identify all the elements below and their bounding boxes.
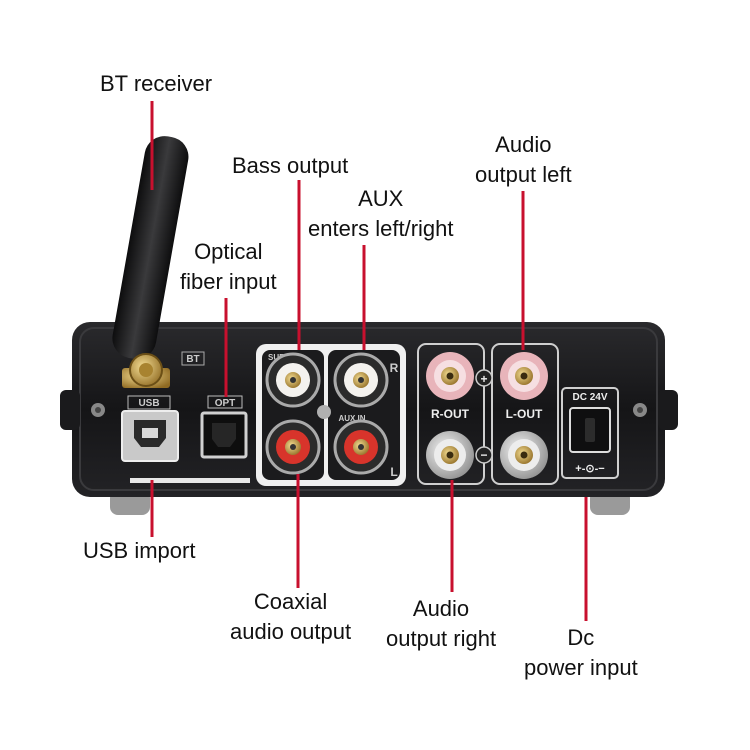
pointer-lines (150, 101, 588, 621)
label-audio-right-line2: output right (386, 626, 497, 651)
label-optical-line2: fiber input (180, 269, 277, 294)
label-audio-left-line2: output left (475, 162, 572, 187)
label-coaxial-output: Coaxial audio output (230, 587, 351, 647)
label-dc-line1: Dc (567, 625, 595, 650)
label-usb-import: USB import (83, 538, 196, 563)
polarity-panel-label: +-⊙-− (575, 463, 604, 475)
label-bt-receiver: BT receiver (100, 71, 213, 96)
rca-sub-white (265, 352, 321, 408)
speaker-terminal-l-minus (500, 431, 548, 479)
rca-aux-left-red (333, 419, 389, 475)
dc-power-jack: DC 24V +-⊙-− (561, 387, 619, 479)
label-audio-right-line1: Audio (412, 596, 470, 621)
label-audio-left-line1: Audio (495, 132, 552, 157)
aux-l-panel-label: L (390, 465, 397, 479)
speaker-terminal-r-minus (426, 431, 474, 479)
rca-aux-right-white (333, 352, 389, 408)
optical-port: OPT (200, 395, 248, 459)
svg-text:OPT: OPT (215, 398, 236, 409)
usb-port: USB (121, 395, 179, 462)
svg-text:USB: USB (138, 398, 159, 409)
plus-panel-label: + (480, 372, 487, 386)
bt-panel-label: BT (186, 354, 199, 365)
label-optical-input: Optical fiber input (180, 237, 277, 297)
bt-antenna (112, 136, 189, 388)
speaker-terminal-r-plus (426, 352, 474, 400)
rca-coax-red (265, 419, 321, 475)
label-dc-line2: power input (524, 655, 638, 680)
bt-panel-label-box (181, 351, 205, 366)
label-audio-output-left: Audio output left (475, 130, 572, 190)
label-aux-line2: enters left/right (308, 216, 454, 241)
label-bass-output: Bass output (232, 153, 349, 178)
sub-panel-label: SUB (268, 353, 285, 362)
label-dc-power-input: Dc power input (524, 623, 638, 683)
aux-in-panel-label: AUX IN (338, 414, 365, 423)
dc-panel-label: DC 24V (572, 392, 607, 403)
label-optical-line1: Optical (194, 239, 263, 264)
l-out-panel-label: L-OUT (506, 407, 543, 421)
r-out-panel-label: R-OUT (431, 407, 470, 421)
label-audio-output-right: Audio output right (386, 594, 496, 654)
label-aux-line1: AUX (358, 186, 404, 211)
aux-r-panel-label: R (390, 361, 399, 375)
label-coaxial-line1: Coaxial (253, 589, 328, 614)
minus-panel-label: − (480, 448, 487, 462)
speaker-terminal-l-plus (500, 352, 548, 400)
l-out-outline (491, 343, 559, 485)
label-coaxial-line2: audio output (230, 619, 352, 644)
label-aux-input: AUX enters left/right (308, 184, 454, 244)
